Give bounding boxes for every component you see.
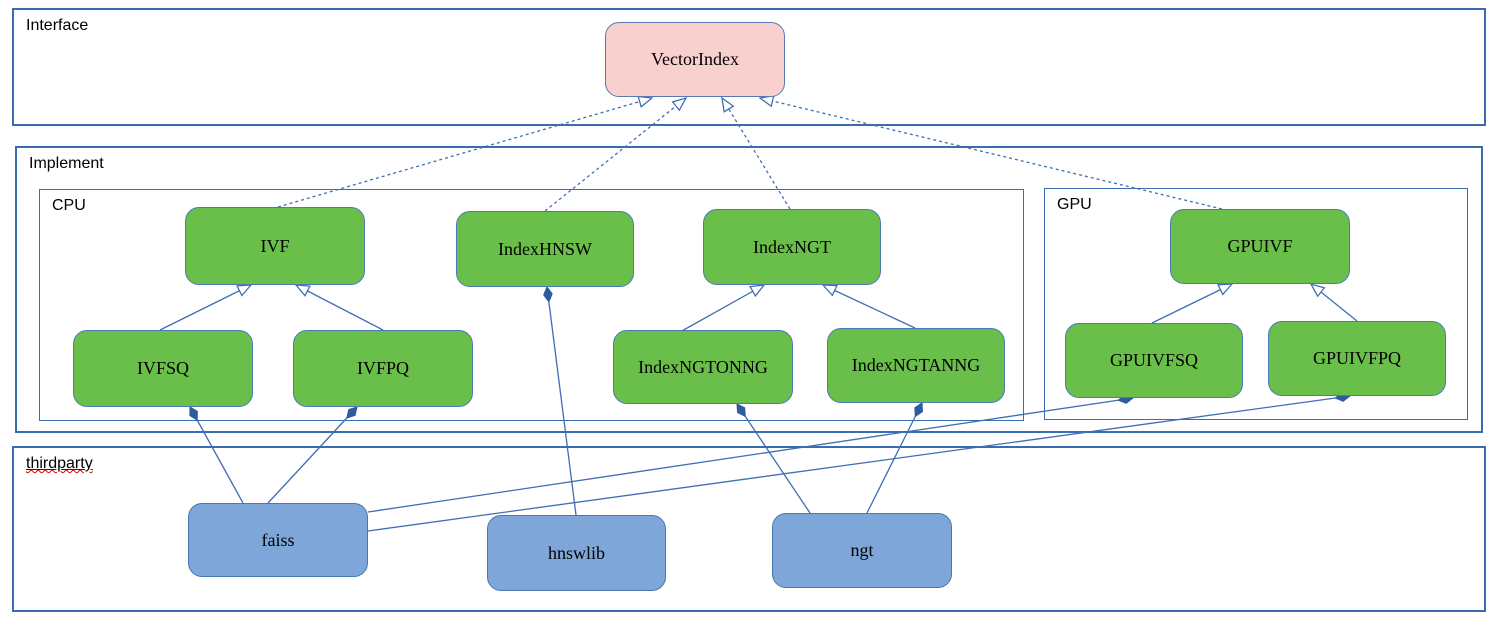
group-label-interface: Interface xyxy=(26,17,89,34)
node-indexngtonng: IndexNGTONNG xyxy=(613,330,793,404)
node-label-gpuivf: GPUIVF xyxy=(1227,236,1293,256)
node-label-faiss: faiss xyxy=(261,529,295,550)
node-label-vectorindex: VectorIndex xyxy=(651,49,739,69)
node-label-gpuivfpq: GPUIVFPQ xyxy=(1312,348,1402,368)
node-ivfpq: IVFPQ xyxy=(293,330,473,407)
group-label-implement: Implement xyxy=(29,155,104,172)
node-gpuivfpq: GPUIVFPQ xyxy=(1268,321,1446,396)
group-label-cpu: CPU xyxy=(52,197,86,214)
node-gpuivf: GPUIVF xyxy=(1170,209,1350,284)
node-ivf: IVF xyxy=(185,207,365,285)
node-label-indexhnsw: IndexHNSW xyxy=(498,238,592,259)
node-label-gpuivfsq: GPUIVFSQ xyxy=(1109,350,1199,370)
node-indexhnsw: IndexHNSW xyxy=(456,211,634,287)
node-label-indexngtanng: IndexNGTANNG xyxy=(851,355,981,375)
node-label-ivfpq: IVFPQ xyxy=(356,358,409,378)
node-faiss: faiss xyxy=(188,503,368,577)
node-indexngt: IndexNGT xyxy=(703,209,881,285)
node-label-ivfsq: IVFSQ xyxy=(136,358,189,378)
group-label-thirdparty: thirdparty xyxy=(26,455,93,473)
node-label-indexngtonng: IndexNGTONNG xyxy=(638,356,768,377)
group-label-text-thirdparty: thirdparty xyxy=(26,455,93,472)
node-label-ngt: ngt xyxy=(850,540,874,560)
node-label-indexngt: IndexNGT xyxy=(753,236,831,257)
node-hnswlib: hnswlib xyxy=(487,515,666,591)
node-ivfsq: IVFSQ xyxy=(73,330,253,407)
group-label-gpu: GPU xyxy=(1057,196,1092,213)
node-vectorindex: VectorIndex xyxy=(605,22,785,97)
node-label-hnswlib: hnswlib xyxy=(547,542,605,563)
node-gpuivfsq: GPUIVFSQ xyxy=(1065,323,1243,398)
node-ngt: ngt xyxy=(772,513,952,588)
node-label-ivf: IVF xyxy=(260,235,290,256)
node-indexngtanng: IndexNGTANNG xyxy=(827,328,1005,403)
